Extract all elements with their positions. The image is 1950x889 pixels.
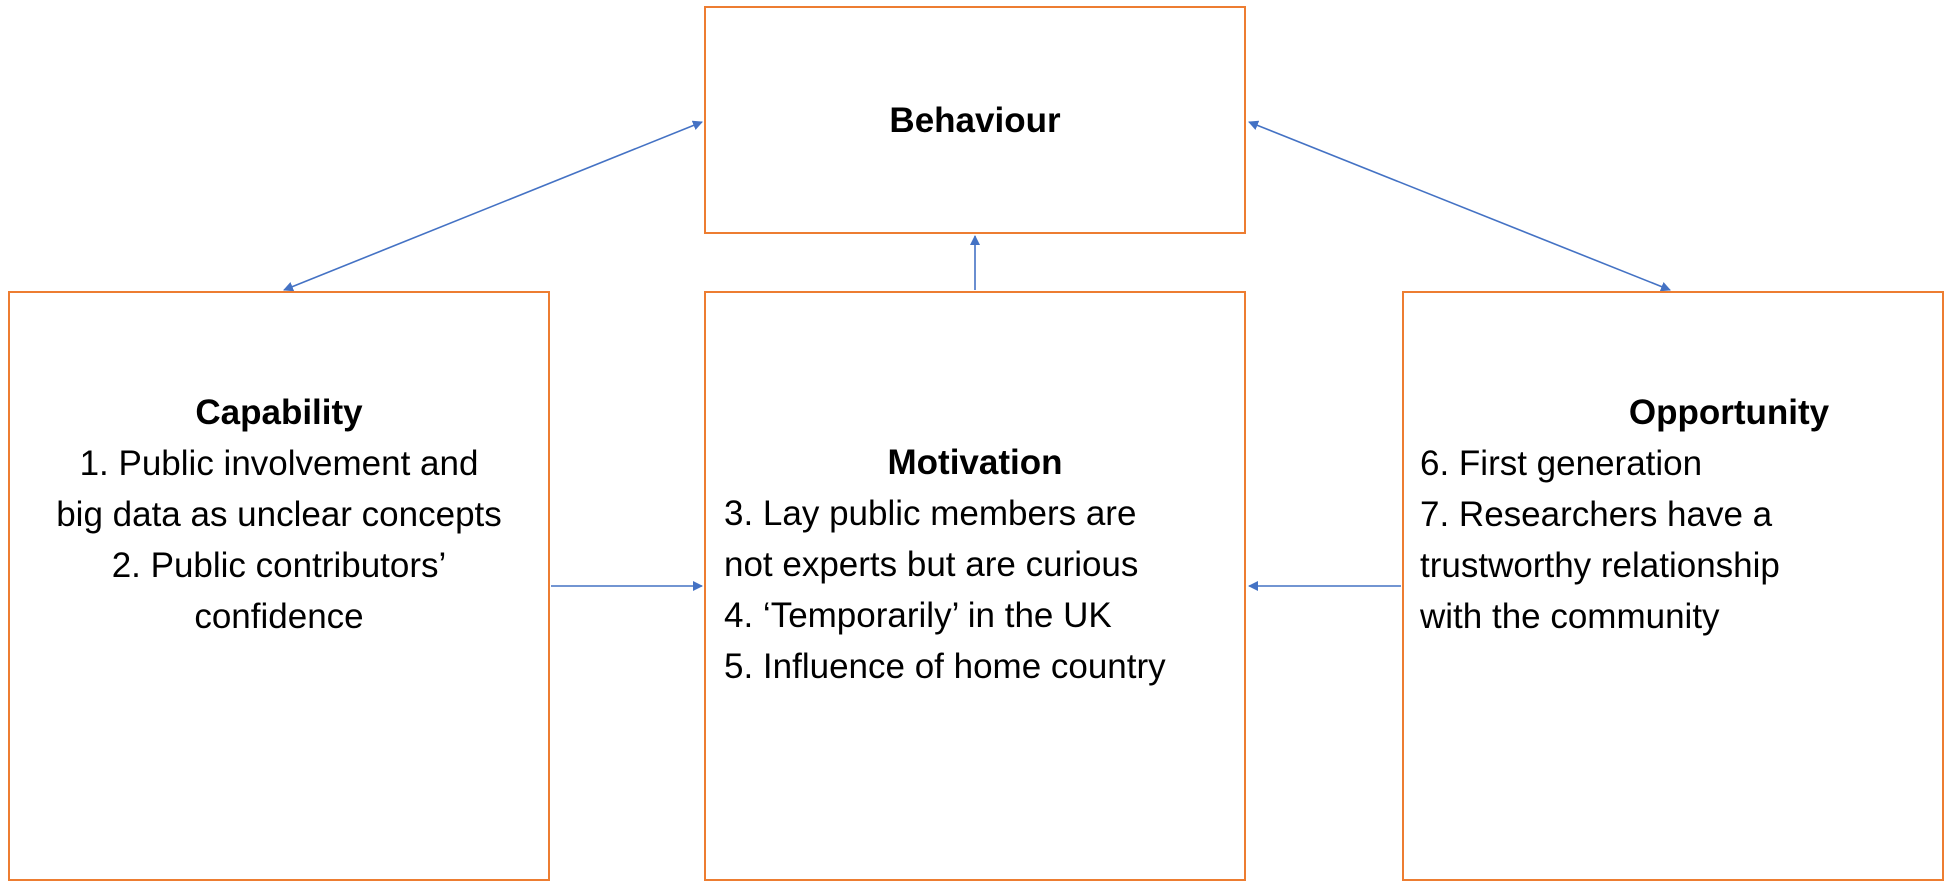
capability-title: Capability bbox=[195, 393, 363, 432]
opportunity-node: Opportunity 6. First generation 7. Resea… bbox=[1402, 291, 1944, 881]
capability-line: 2. Public contributors’ bbox=[111, 546, 447, 585]
edge-capability-behaviour bbox=[283, 120, 703, 292]
motivation-line: 3. Lay public members are bbox=[724, 494, 1137, 533]
motivation-line: 4. ‘Temporarily’ in the UK bbox=[724, 596, 1112, 635]
motivation-line: 5. Influence of home country bbox=[724, 647, 1166, 686]
motivation-line: not experts but are curious bbox=[724, 545, 1139, 584]
capability-line: 1. Public involvement and bbox=[79, 444, 479, 483]
edge-opportunity-behaviour bbox=[1248, 120, 1671, 292]
motivation-content: Motivation 3. Lay public members are not… bbox=[724, 437, 1244, 692]
opportunity-line: 7. Researchers have a bbox=[1420, 495, 1773, 534]
opportunity-title: Opportunity bbox=[1628, 393, 1830, 432]
opportunity-line: with the community bbox=[1420, 597, 1720, 636]
capability-line: confidence bbox=[194, 597, 364, 636]
behaviour-title: Behaviour bbox=[889, 100, 1061, 140]
opportunity-line: trustworthy relationship bbox=[1420, 546, 1780, 585]
capability-node: Capability 1. Public involvement and big… bbox=[8, 291, 550, 881]
opportunity-line: 6. First generation bbox=[1420, 444, 1703, 483]
capability-content: Capability 1. Public involvement and big… bbox=[10, 387, 548, 642]
opportunity-content: Opportunity 6. First generation 7. Resea… bbox=[1420, 387, 1942, 642]
capability-line: big data as unclear concepts bbox=[56, 495, 502, 534]
motivation-title: Motivation bbox=[887, 443, 1063, 482]
behaviour-node: Behaviour bbox=[704, 6, 1246, 234]
motivation-node: Motivation 3. Lay public members are not… bbox=[704, 291, 1246, 881]
